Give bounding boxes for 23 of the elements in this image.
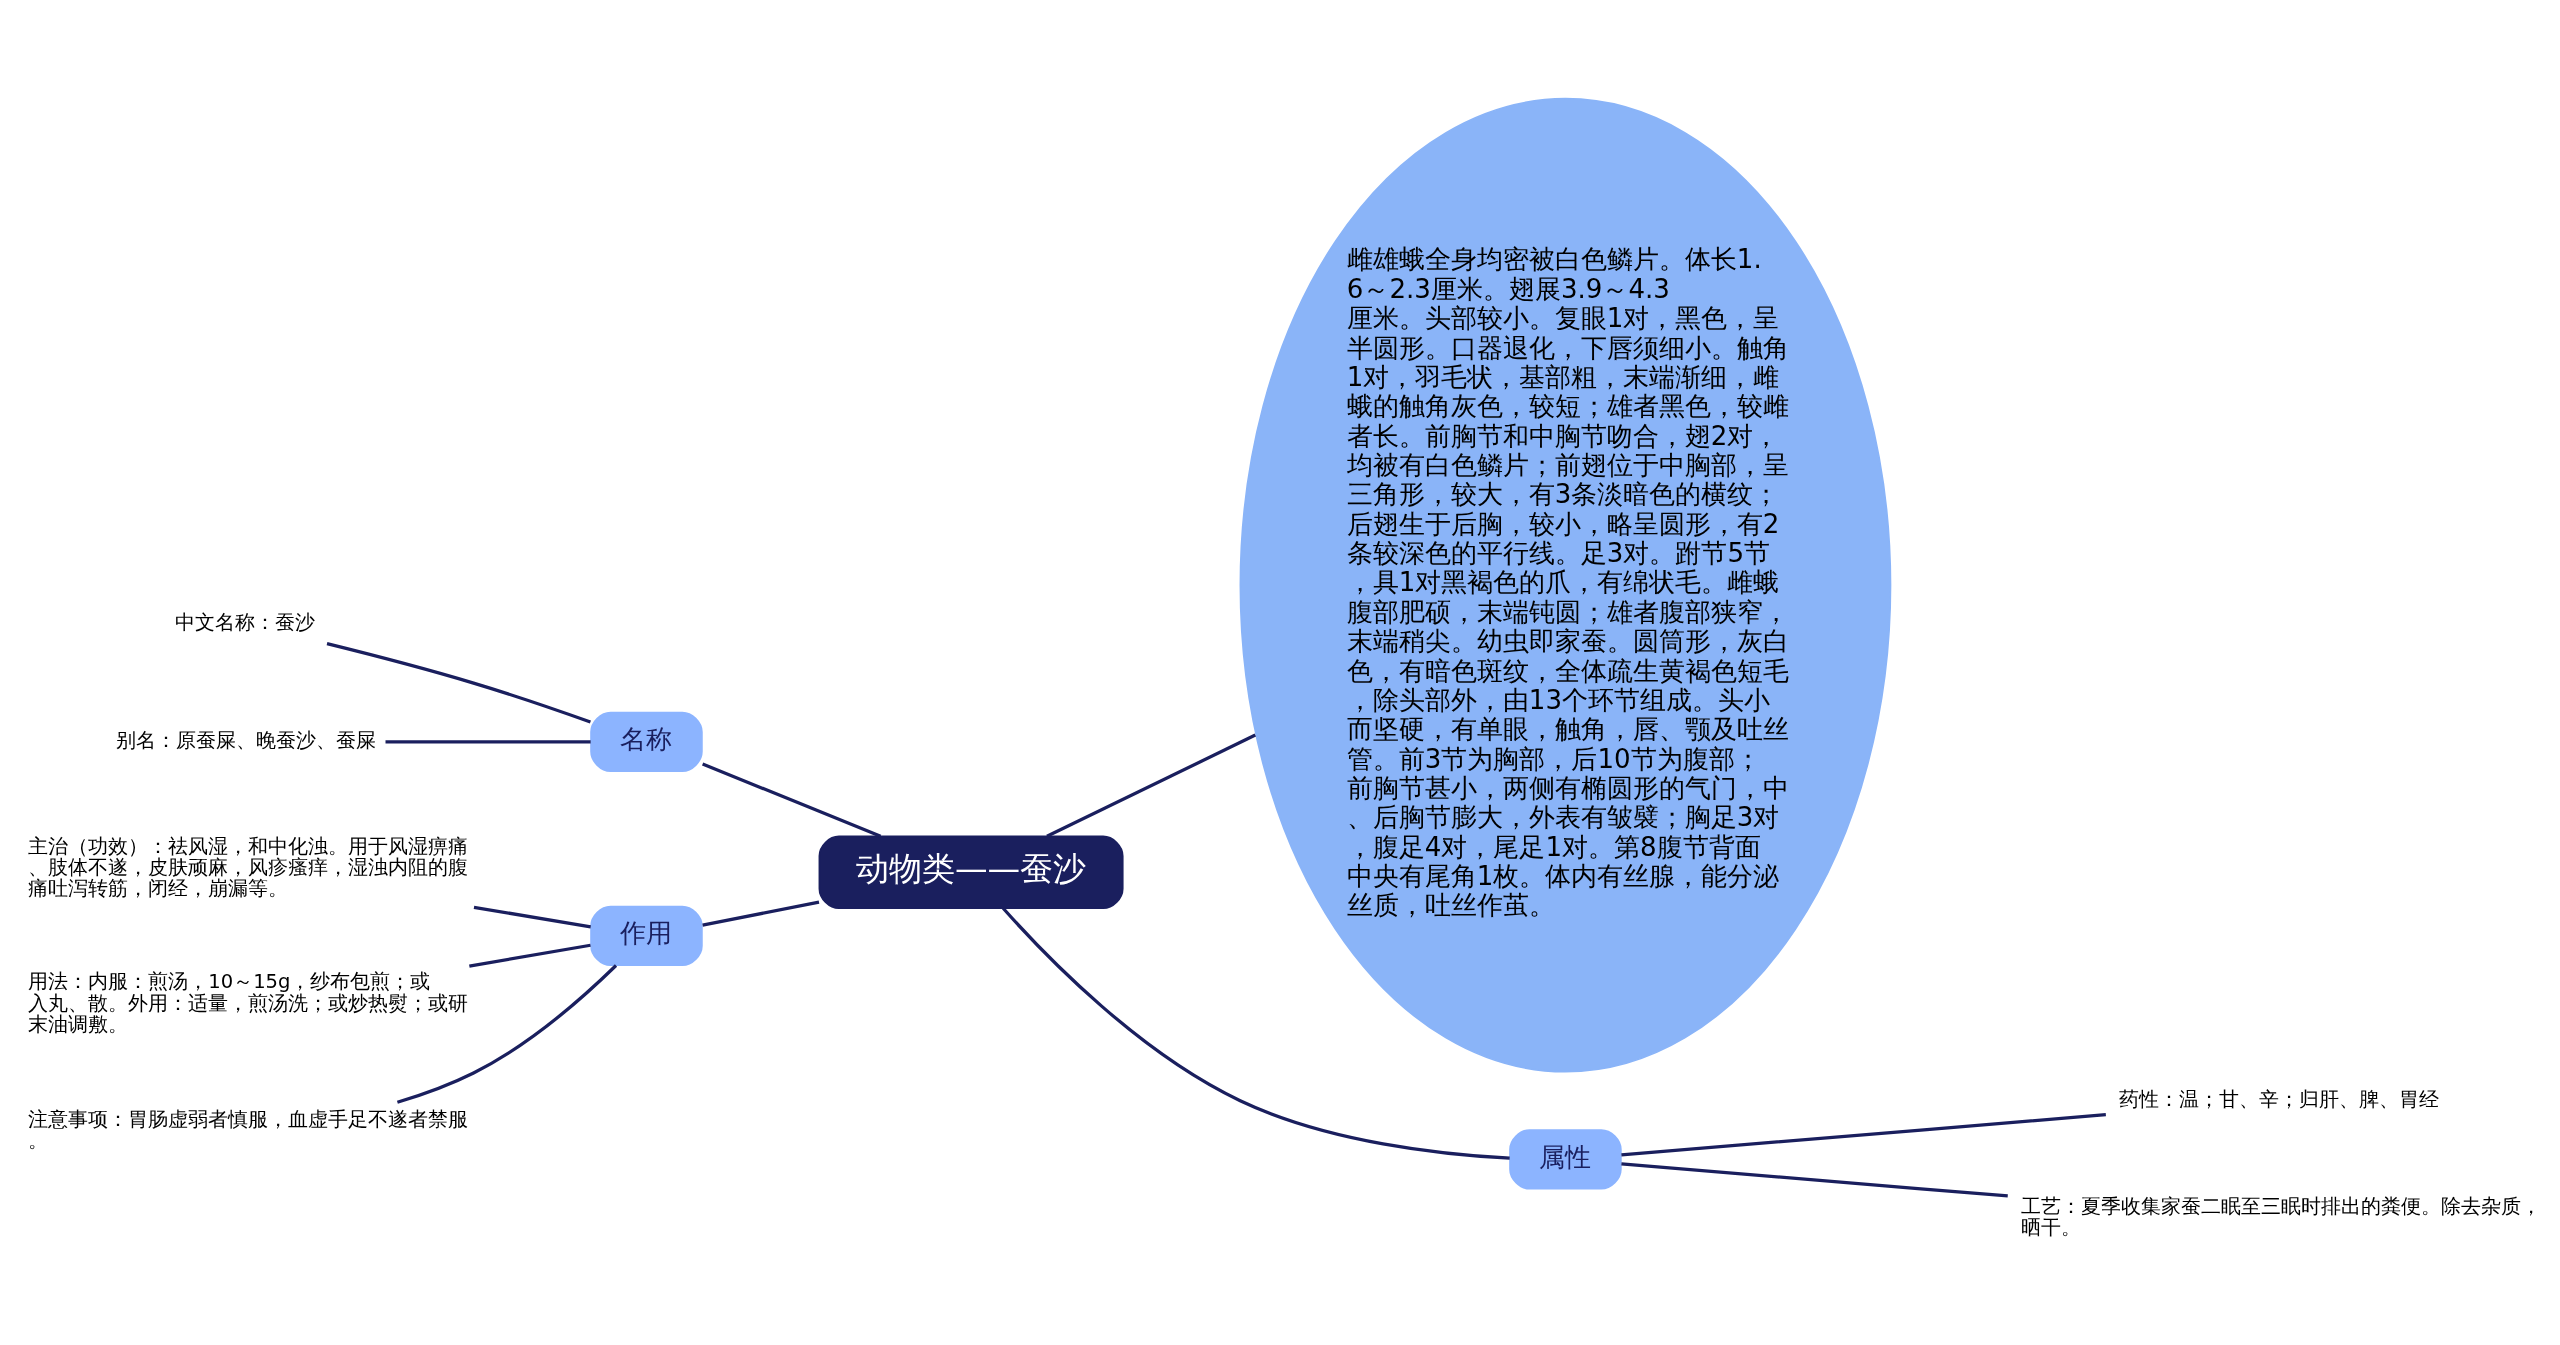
node-text: 主治（功效）：祛风湿，和中化浊。用于风湿痹痛、肢体不遂，皮肤顽麻，风疹瘙痒，湿浊内阻的腹痛吐泻转筋，闭经，崩漏等。 xyxy=(28,834,469,900)
node-box: 属性 xyxy=(1509,1128,1622,1190)
connector xyxy=(702,900,820,927)
connector xyxy=(702,761,882,838)
connector xyxy=(469,943,591,968)
node-text: 注意事项：胃肠虚弱者慎服，血虚手足不遂者禁服。 xyxy=(28,1107,469,1152)
node-text: 用法：内服：煎汤，10～15g，纱布包煎；或入丸、散。外用：适量，煎汤洗；或炒热熨；或研末油调敷。 xyxy=(28,969,469,1036)
node-box: 名称 xyxy=(590,711,703,772)
connector xyxy=(1046,733,1257,838)
node-text: 药性：温；甘、辛；归肝、脾、胃经 xyxy=(2119,1087,2440,1111)
node-box: 动物类——蚕沙 xyxy=(818,835,1124,909)
node-ellipse: 雌雄蛾全身均密被白色鳞片。体长1.6～2.3厘米。翅展3.9～4.3厘米。头部较小。复眼1对，黑色，呈半圆形。口器退化，下唇须细小。触角1对，羽毛状，基部粗，末端渐细，雌蛾的触角灰色，较短；雄者黑色，较雌者长。前胸节和中胸节吻合，翅2对，均被有白色鳞片；前翅位于中胸部，呈三角形，较大，有3条淡暗色的横纹；后翅生于后胸，较小，略呈圆形，有2条较深色的平行线。足3对。跗节5节，具1对黑褐色的爪，有绵状毛。雌蛾腹部肥硕，末端钝圆；雄者腹部狭窄，末端稍尖。幼虫即家蚕。圆筒形，灰白色，有暗色斑纹，全体疏生黄褐色短毛，除头部外，由13个环节组成。头小而坚硬，有单眼，触角，唇、颚及吐丝管。前3节为胸部，后10节为腹部；前胸节甚小，两侧有椭圆形的气门，中、后胸节膨大，外表有皱襞；胸足3对，腹足4对，尾足1对。第8腹节背面中央有尾角1枚。体内有丝腺，能分泌丝质，吐丝作茧。 xyxy=(1239,97,1892,1073)
node-box: 作用 xyxy=(590,905,703,966)
connector xyxy=(385,739,591,743)
connector xyxy=(473,905,591,928)
connector xyxy=(1621,1161,2008,1198)
node-text: 工艺：夏季收集家蚕二眠至三眠时排出的粪便。除去杂质，晒干。 xyxy=(2021,1194,2542,1239)
node-text: 中文名称：蚕沙 xyxy=(175,610,316,634)
node-text: 别名：原蚕屎、晚蚕沙、蚕屎 xyxy=(116,728,377,752)
connector xyxy=(1001,906,1510,1160)
connector xyxy=(326,641,591,723)
connector xyxy=(1621,1112,2106,1156)
connector xyxy=(396,963,618,1104)
